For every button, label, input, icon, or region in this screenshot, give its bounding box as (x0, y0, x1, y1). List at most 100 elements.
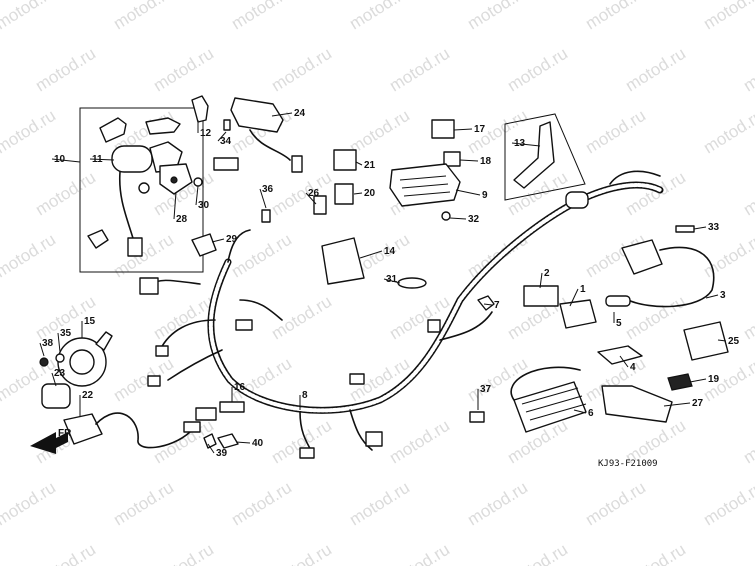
plug-cap-4 (597, 345, 643, 365)
watermark-text: motod.ru (346, 478, 413, 530)
callout-leader-39 (207, 443, 215, 454)
watermark-text: motod.ru (228, 0, 295, 33)
watermark-text: motod.ru (268, 44, 335, 96)
callout-leader-18 (459, 159, 479, 162)
watermark-text: motod.ru (582, 478, 649, 530)
cover-14 (321, 237, 365, 285)
callout-leader-40 (235, 441, 251, 444)
callout-leader-36 (259, 188, 267, 209)
unit-2 (523, 285, 559, 307)
key-cylinder (99, 117, 127, 143)
coil-body (621, 239, 663, 275)
callout-7: 7 (494, 300, 500, 311)
part-16b (195, 407, 217, 421)
callout-leader-32 (449, 217, 467, 220)
callout-leader-30 (195, 185, 199, 206)
watermark-text: motod.ru (32, 44, 99, 96)
callout-21: 21 (364, 160, 376, 171)
watermark-text: motod.ru (346, 0, 413, 33)
callout-6: 6 (588, 408, 594, 419)
callout-38: 38 (42, 338, 54, 349)
unit-connector (213, 157, 239, 171)
watermark-text: motod.ru (700, 230, 755, 282)
callout-leader-29 (211, 238, 225, 243)
callout-leader-25 (717, 339, 727, 342)
callout-25: 25 (728, 336, 740, 347)
screw-34 (223, 119, 231, 131)
callout-16: 16 (234, 382, 246, 393)
relay-20 (334, 183, 354, 205)
watermark-text: motod.ru (0, 106, 59, 158)
relay-26 (313, 195, 327, 215)
callout-15: 15 (84, 316, 96, 327)
watermark-text: motod.ru (504, 540, 571, 566)
callout-9: 9 (482, 190, 488, 201)
drawing-code: KJ93-F21009 (598, 459, 658, 469)
watermark-text: motod.ru (110, 478, 177, 530)
callout-leader-31 (383, 278, 401, 284)
callout-23: 23 (54, 368, 66, 379)
plate-hole (170, 176, 178, 184)
callout-leader-21 (355, 161, 363, 166)
callout-40: 40 (252, 438, 264, 449)
watermark-text: motod.ru (110, 354, 177, 406)
bolt-36a (138, 182, 150, 194)
fuse-18 (443, 151, 461, 167)
fuse-box-body (389, 163, 461, 207)
plug-cap (605, 295, 631, 307)
callout-leader-23 (51, 372, 57, 387)
bolt-38 (39, 357, 49, 367)
watermark-text: motod.ru (504, 44, 571, 96)
bolt-33 (675, 225, 695, 233)
callout-39: 39 (216, 448, 228, 459)
callout-29: 29 (226, 234, 238, 245)
main-wire-harness-8 (139, 170, 664, 459)
group-box-13 (504, 113, 586, 201)
watermark-text: motod.ru (150, 540, 217, 566)
horn-15 (57, 331, 113, 387)
part-19 (667, 373, 693, 391)
callout-leader-19 (689, 378, 707, 383)
watermark-text: motod.ru (386, 44, 453, 96)
watermark-text: motod.ru (622, 540, 689, 566)
fr-arrow-icon (30, 432, 68, 454)
clip-7 (477, 295, 495, 311)
switch-22 (63, 412, 191, 449)
harness-grommet (565, 191, 589, 209)
watermark-text: motod.ru (700, 0, 755, 33)
watermark-text: motod.ru (386, 416, 453, 468)
callout-leader-28 (173, 191, 177, 220)
screw-32 (441, 211, 451, 221)
callout-10: 10 (54, 154, 66, 165)
harness-connector-c (155, 345, 169, 357)
callout-1: 1 (580, 284, 586, 295)
switch-connector (127, 237, 143, 257)
bolt-37 (469, 411, 485, 423)
callout-35: 35 (60, 328, 72, 339)
part-16c (183, 421, 201, 433)
watermark-text: motod.ru (740, 168, 755, 220)
callout-leader-17 (453, 128, 473, 131)
control-unit-24 (213, 97, 303, 173)
regulator-wire (510, 366, 581, 401)
callout-leader-1 (569, 288, 579, 307)
watermark-text: motod.ru (700, 106, 755, 158)
watermark-text: motod.ru (0, 478, 59, 530)
callout-32: 32 (468, 214, 480, 225)
ignition-coil-3 (605, 239, 715, 308)
watermark-text: motod.ru (0, 0, 59, 33)
callout-34: 34 (220, 136, 232, 147)
callout-22: 22 (82, 390, 94, 401)
switch-wire (118, 171, 136, 246)
watermark-text: motod.ru (32, 540, 99, 566)
switch-wire (95, 412, 191, 449)
clip-39 (203, 433, 217, 449)
callout-20: 20 (364, 188, 376, 199)
key (145, 117, 181, 135)
callout-14: 14 (384, 246, 396, 257)
watermark-text: motod.ru (740, 44, 755, 96)
bulb-socket (87, 229, 109, 249)
